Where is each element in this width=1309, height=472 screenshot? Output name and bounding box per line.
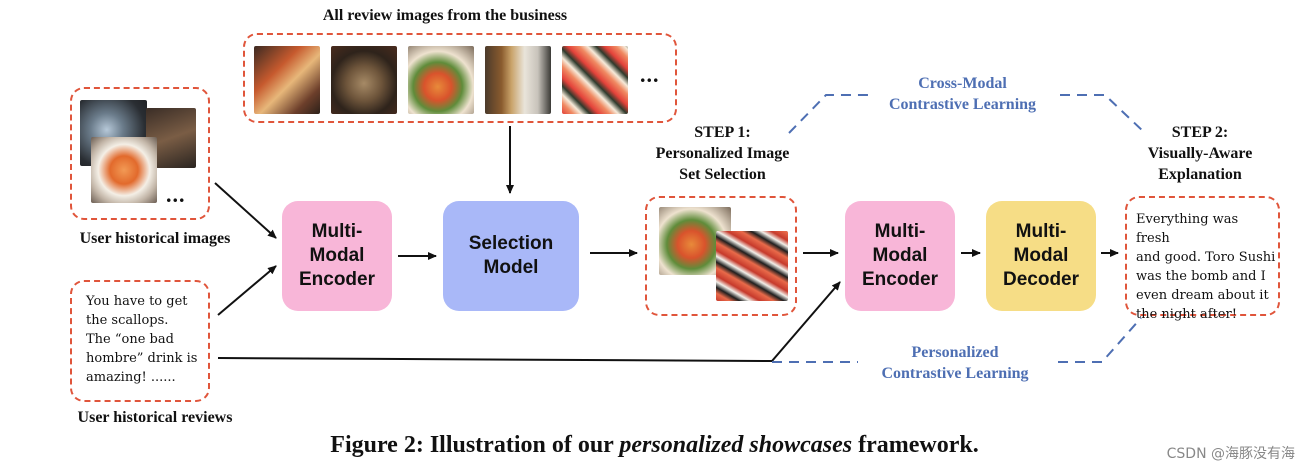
- personalized-contrastive-label: Personalized Contrastive Learning: [881, 344, 1029, 382]
- arrow-reviews-to-encoder2: [217, 281, 841, 363]
- multi-modal-encoder-2: Multi- Modal Encoder: [845, 201, 955, 311]
- watermark: CSDN @海豚没有海: [1166, 446, 1295, 462]
- user-reviews-label: User historical reviews: [77, 409, 233, 426]
- selection-model: Selection Model: [443, 201, 579, 311]
- multi-modal-encoder-1: Multi- Modal Encoder: [282, 201, 392, 311]
- user-review-text: You have to get the scallops. The “one b…: [86, 294, 198, 385]
- review-photo-4: [485, 46, 551, 114]
- caption-prefix: Figure 2: Illustration of our: [330, 432, 620, 458]
- review-photo-3: [408, 46, 474, 114]
- selected-photo-front: [716, 231, 788, 301]
- multi-modal-decoder: Multi- Modal Decoder: [986, 201, 1096, 311]
- explanation-box: [1125, 196, 1280, 316]
- review-images-title: All review images from the business: [322, 7, 568, 24]
- review-photo-1: [254, 46, 320, 114]
- step2-label: STEP 2: Visually-Aware Explanation: [1147, 124, 1253, 183]
- caption-suffix: framework.: [852, 432, 979, 458]
- arrow-userreviews-to-encoder: [217, 265, 277, 316]
- figure-caption: Figure 2: Illustration of our personaliz…: [0, 432, 1309, 459]
- cross-modal-dashed-line-right: [1060, 94, 1146, 134]
- cross-modal-dashed-line: [788, 94, 872, 134]
- review-images-box: [243, 33, 677, 123]
- caption-italic: personalized showcases: [619, 432, 853, 458]
- review-photo-5: [562, 46, 628, 114]
- more-user-images-ellipsis: ...: [166, 182, 186, 207]
- user-reviews-box: [70, 280, 210, 402]
- arrow-userimages-to-encoder: [214, 182, 277, 239]
- review-photo-2: [331, 46, 397, 114]
- explanation-text: Everything was fresh and good. Toro Sush…: [1136, 212, 1276, 322]
- user-images-label: User historical images: [79, 230, 231, 247]
- more-review-images-ellipsis: ...: [640, 62, 660, 87]
- user-images-box: [70, 87, 210, 220]
- cross-modal-contrastive-label: Cross-Modal Contrastive Learning: [888, 75, 1037, 113]
- user-photo-front: [91, 137, 157, 203]
- selected-images-box: [645, 196, 797, 316]
- step1-label: STEP 1: Personalized Image Set Selection: [655, 124, 790, 183]
- personalized-dashed-line-right: [1058, 317, 1142, 363]
